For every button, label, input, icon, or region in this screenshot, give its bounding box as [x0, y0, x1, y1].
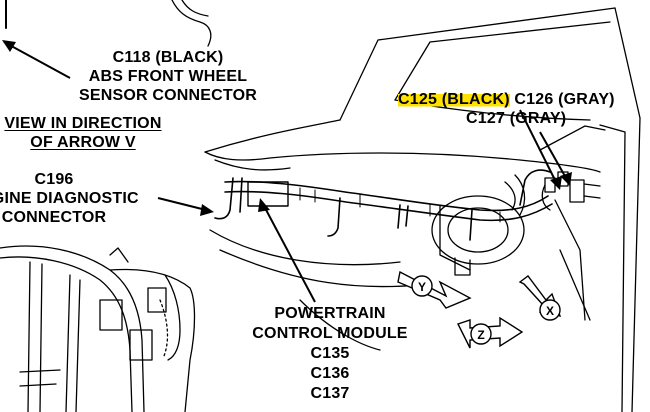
direction-arrow-y: Y: [397, 270, 472, 309]
label-pcm: POWERTRAIN CONTROL MODULE C135 C136 C137: [225, 304, 435, 404]
leader-c127: [539, 131, 567, 179]
label-c126: C126 (GRAY): [514, 91, 615, 108]
label-pcm-line5: C137: [310, 385, 350, 402]
leader-pcm: [263, 205, 316, 303]
label-pcm-line3: C135: [310, 345, 350, 362]
hood-outline: [204, 7, 641, 412]
direction-arrow-z: Z: [457, 316, 524, 349]
air-cleaner-housing: [431, 174, 526, 276]
label-c196: C196 ENGINE DIAGNOSTIC CONNECTOR: [0, 170, 154, 227]
label-pcm-line4: C136: [310, 365, 350, 382]
label-c125-highlighted: C125 (BLACK): [398, 91, 510, 108]
leader-arrows: [2, 40, 572, 303]
label-view-line1: VIEW IN DIRECTION: [4, 115, 162, 132]
label-c127: C127 (GRAY): [466, 110, 567, 127]
label-c125-group: C125 (BLACK) C126 (GRAY) C127 (GRAY): [398, 90, 638, 128]
label-pcm-line2: CONTROL MODULE: [252, 325, 408, 342]
label-pcm-line1: POWERTRAIN: [274, 305, 386, 322]
leader-c125: [519, 109, 557, 183]
label-c118-line1: C118 (BLACK): [112, 49, 224, 66]
label-view-direction: VIEW IN DIRECTION OF ARROW V: [0, 114, 178, 152]
label-c196-line3: CONNECTOR: [1, 209, 107, 226]
leader-c196: [157, 197, 207, 211]
fender-lines: [209, 199, 591, 351]
leader-c118: [3, 41, 71, 79]
label-c196-line2: ENGINE DIAGNOSTIC: [0, 190, 139, 207]
direction-arrow-x: X: [518, 275, 562, 321]
arrow-z-letter: Z: [477, 328, 484, 342]
lower-left-detail-view: [0, 245, 196, 412]
label-c196-line1: C196: [34, 171, 74, 188]
label-c118-line2: ABS FRONT WHEEL: [88, 68, 248, 85]
label-c118: C118 (BLACK) ABS FRONT WHEEL SENSOR CONN…: [58, 48, 278, 105]
arrow-x-letter: X: [546, 304, 554, 318]
label-view-line2: OF ARROW V: [30, 134, 136, 151]
arrow-y-letter: Y: [418, 280, 426, 294]
top-left-wire-fragment: [5, 0, 212, 47]
label-c118-line3: SENSOR CONNECTOR: [78, 87, 258, 104]
